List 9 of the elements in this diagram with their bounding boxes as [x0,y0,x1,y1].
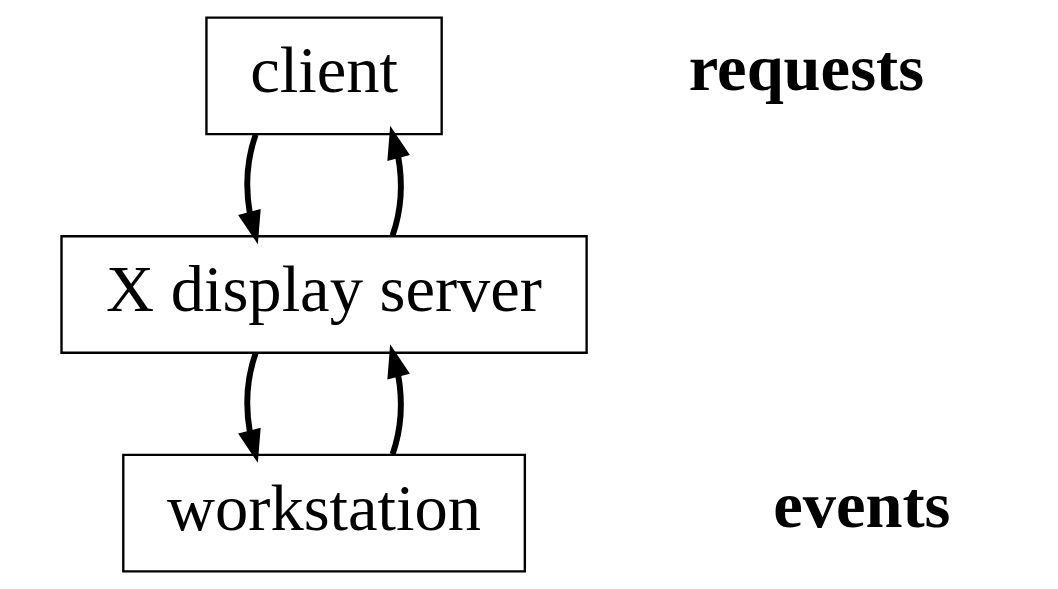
arrow [238,133,261,245]
arrow [387,344,410,456]
label: events [773,468,951,542]
node-box: X display server [60,235,588,354]
label: requests [688,30,925,104]
node-box: client [205,16,443,136]
node-box: workstation [122,453,527,573]
arrow [238,352,261,463]
arrow [387,125,410,237]
